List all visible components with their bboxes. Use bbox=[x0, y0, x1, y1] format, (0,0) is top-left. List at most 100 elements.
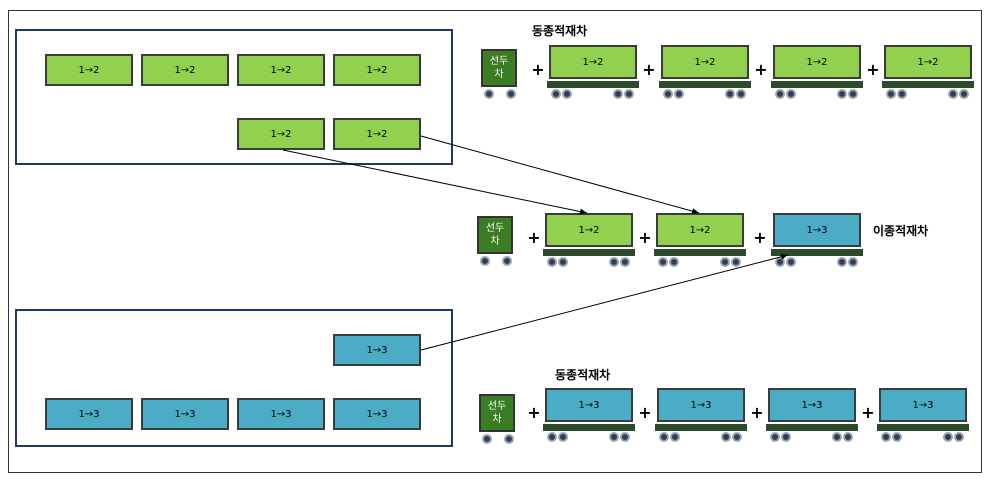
car-wheel bbox=[843, 432, 853, 442]
container-1-2: 1→2 bbox=[333, 54, 421, 86]
railcar: 1→3 bbox=[877, 388, 969, 442]
railcar: 1→2 bbox=[659, 45, 751, 99]
loco-wheel bbox=[506, 89, 516, 99]
railcar: 1→2 bbox=[654, 213, 746, 267]
container-1-2: 1→2 bbox=[549, 45, 637, 79]
loco-wheel bbox=[484, 89, 494, 99]
car-wheel bbox=[624, 89, 634, 99]
container-1-3: 1→3 bbox=[333, 334, 421, 366]
car-wheel bbox=[551, 89, 561, 99]
car-chassis bbox=[543, 249, 635, 256]
plus-sign: + bbox=[642, 60, 656, 79]
container-1-2: 1→2 bbox=[141, 54, 229, 86]
loco-wheel bbox=[502, 256, 512, 266]
container-1-2: 1→2 bbox=[237, 54, 325, 86]
container-1-3: 1→3 bbox=[768, 388, 856, 422]
car-wheel bbox=[948, 89, 958, 99]
car-wheel bbox=[837, 257, 847, 267]
car-wheel bbox=[770, 432, 780, 442]
railcar: 1→2 bbox=[771, 45, 863, 99]
railcar: 1→3 bbox=[655, 388, 747, 442]
plus-sign: + bbox=[861, 403, 875, 422]
container-1-3: 1→3 bbox=[657, 388, 745, 422]
mixed-type-train-label: 이종적재차 bbox=[873, 224, 929, 238]
car-chassis bbox=[882, 81, 974, 88]
car-wheel bbox=[609, 432, 619, 442]
car-wheel bbox=[620, 432, 630, 442]
loco-wheel bbox=[504, 434, 514, 444]
car-chassis bbox=[659, 81, 751, 88]
same-type-train-label-bottom: 동종적재차 bbox=[555, 368, 611, 382]
car-wheel bbox=[775, 89, 785, 99]
car-wheel bbox=[881, 432, 891, 442]
car-chassis bbox=[543, 424, 635, 431]
car-wheel bbox=[658, 257, 668, 267]
plus-sign: + bbox=[527, 403, 541, 422]
container-1-2: 1→2 bbox=[656, 213, 744, 247]
car-wheel bbox=[786, 89, 796, 99]
railcar: 1→2 bbox=[882, 45, 974, 99]
railcar: 1→3 bbox=[766, 388, 858, 442]
plus-sign: + bbox=[866, 60, 880, 79]
container-1-2: 1→2 bbox=[884, 45, 972, 79]
car-wheel bbox=[943, 432, 953, 442]
same-type-train-label-top: 동종적재차 bbox=[532, 24, 588, 38]
container-1-2: 1→2 bbox=[545, 213, 633, 247]
car-chassis bbox=[771, 249, 863, 256]
car-wheel bbox=[897, 89, 907, 99]
car-wheel bbox=[736, 89, 746, 99]
car-wheel bbox=[959, 89, 969, 99]
plus-sign: + bbox=[750, 403, 764, 422]
container-1-2: 1→2 bbox=[333, 118, 421, 150]
container-1-3: 1→3 bbox=[45, 398, 133, 430]
car-wheel bbox=[558, 257, 568, 267]
car-wheel bbox=[832, 432, 842, 442]
car-wheel bbox=[720, 257, 730, 267]
car-wheel bbox=[547, 257, 557, 267]
car-wheel bbox=[731, 257, 741, 267]
car-wheel bbox=[725, 89, 735, 99]
car-wheel bbox=[848, 257, 858, 267]
car-wheel bbox=[837, 89, 847, 99]
railcar: 1→2 bbox=[543, 213, 635, 267]
car-wheel bbox=[786, 257, 796, 267]
container-1-2: 1→2 bbox=[661, 45, 749, 79]
car-wheel bbox=[892, 432, 902, 442]
plus-sign: + bbox=[753, 228, 767, 247]
car-chassis bbox=[654, 249, 746, 256]
container-1-3: 1→3 bbox=[545, 388, 633, 422]
container-1-3: 1→3 bbox=[879, 388, 967, 422]
car-wheel bbox=[721, 432, 731, 442]
container-1-2: 1→2 bbox=[45, 54, 133, 86]
car-wheel bbox=[620, 257, 630, 267]
container-1-3: 1→3 bbox=[237, 398, 325, 430]
container-1-2: 1→2 bbox=[237, 118, 325, 150]
container-1-3: 1→3 bbox=[773, 213, 861, 247]
car-wheel bbox=[558, 432, 568, 442]
plus-sign: + bbox=[531, 60, 545, 79]
plus-sign: + bbox=[754, 60, 768, 79]
railcar: 1→3 bbox=[543, 388, 635, 442]
loco-wheel bbox=[482, 434, 492, 444]
car-chassis bbox=[547, 81, 639, 88]
container-1-2: 1→2 bbox=[773, 45, 861, 79]
transfer-arrow bbox=[420, 253, 789, 351]
railcar: 1→3 bbox=[771, 213, 863, 267]
car-chassis bbox=[655, 424, 747, 431]
car-wheel bbox=[663, 89, 673, 99]
transfer-arrow bbox=[420, 135, 700, 215]
car-wheel bbox=[954, 432, 964, 442]
loco-wheel bbox=[480, 256, 490, 266]
car-wheel bbox=[547, 432, 557, 442]
car-wheel bbox=[609, 257, 619, 267]
car-chassis bbox=[771, 81, 863, 88]
container-1-3: 1→3 bbox=[141, 398, 229, 430]
car-wheel bbox=[886, 89, 896, 99]
